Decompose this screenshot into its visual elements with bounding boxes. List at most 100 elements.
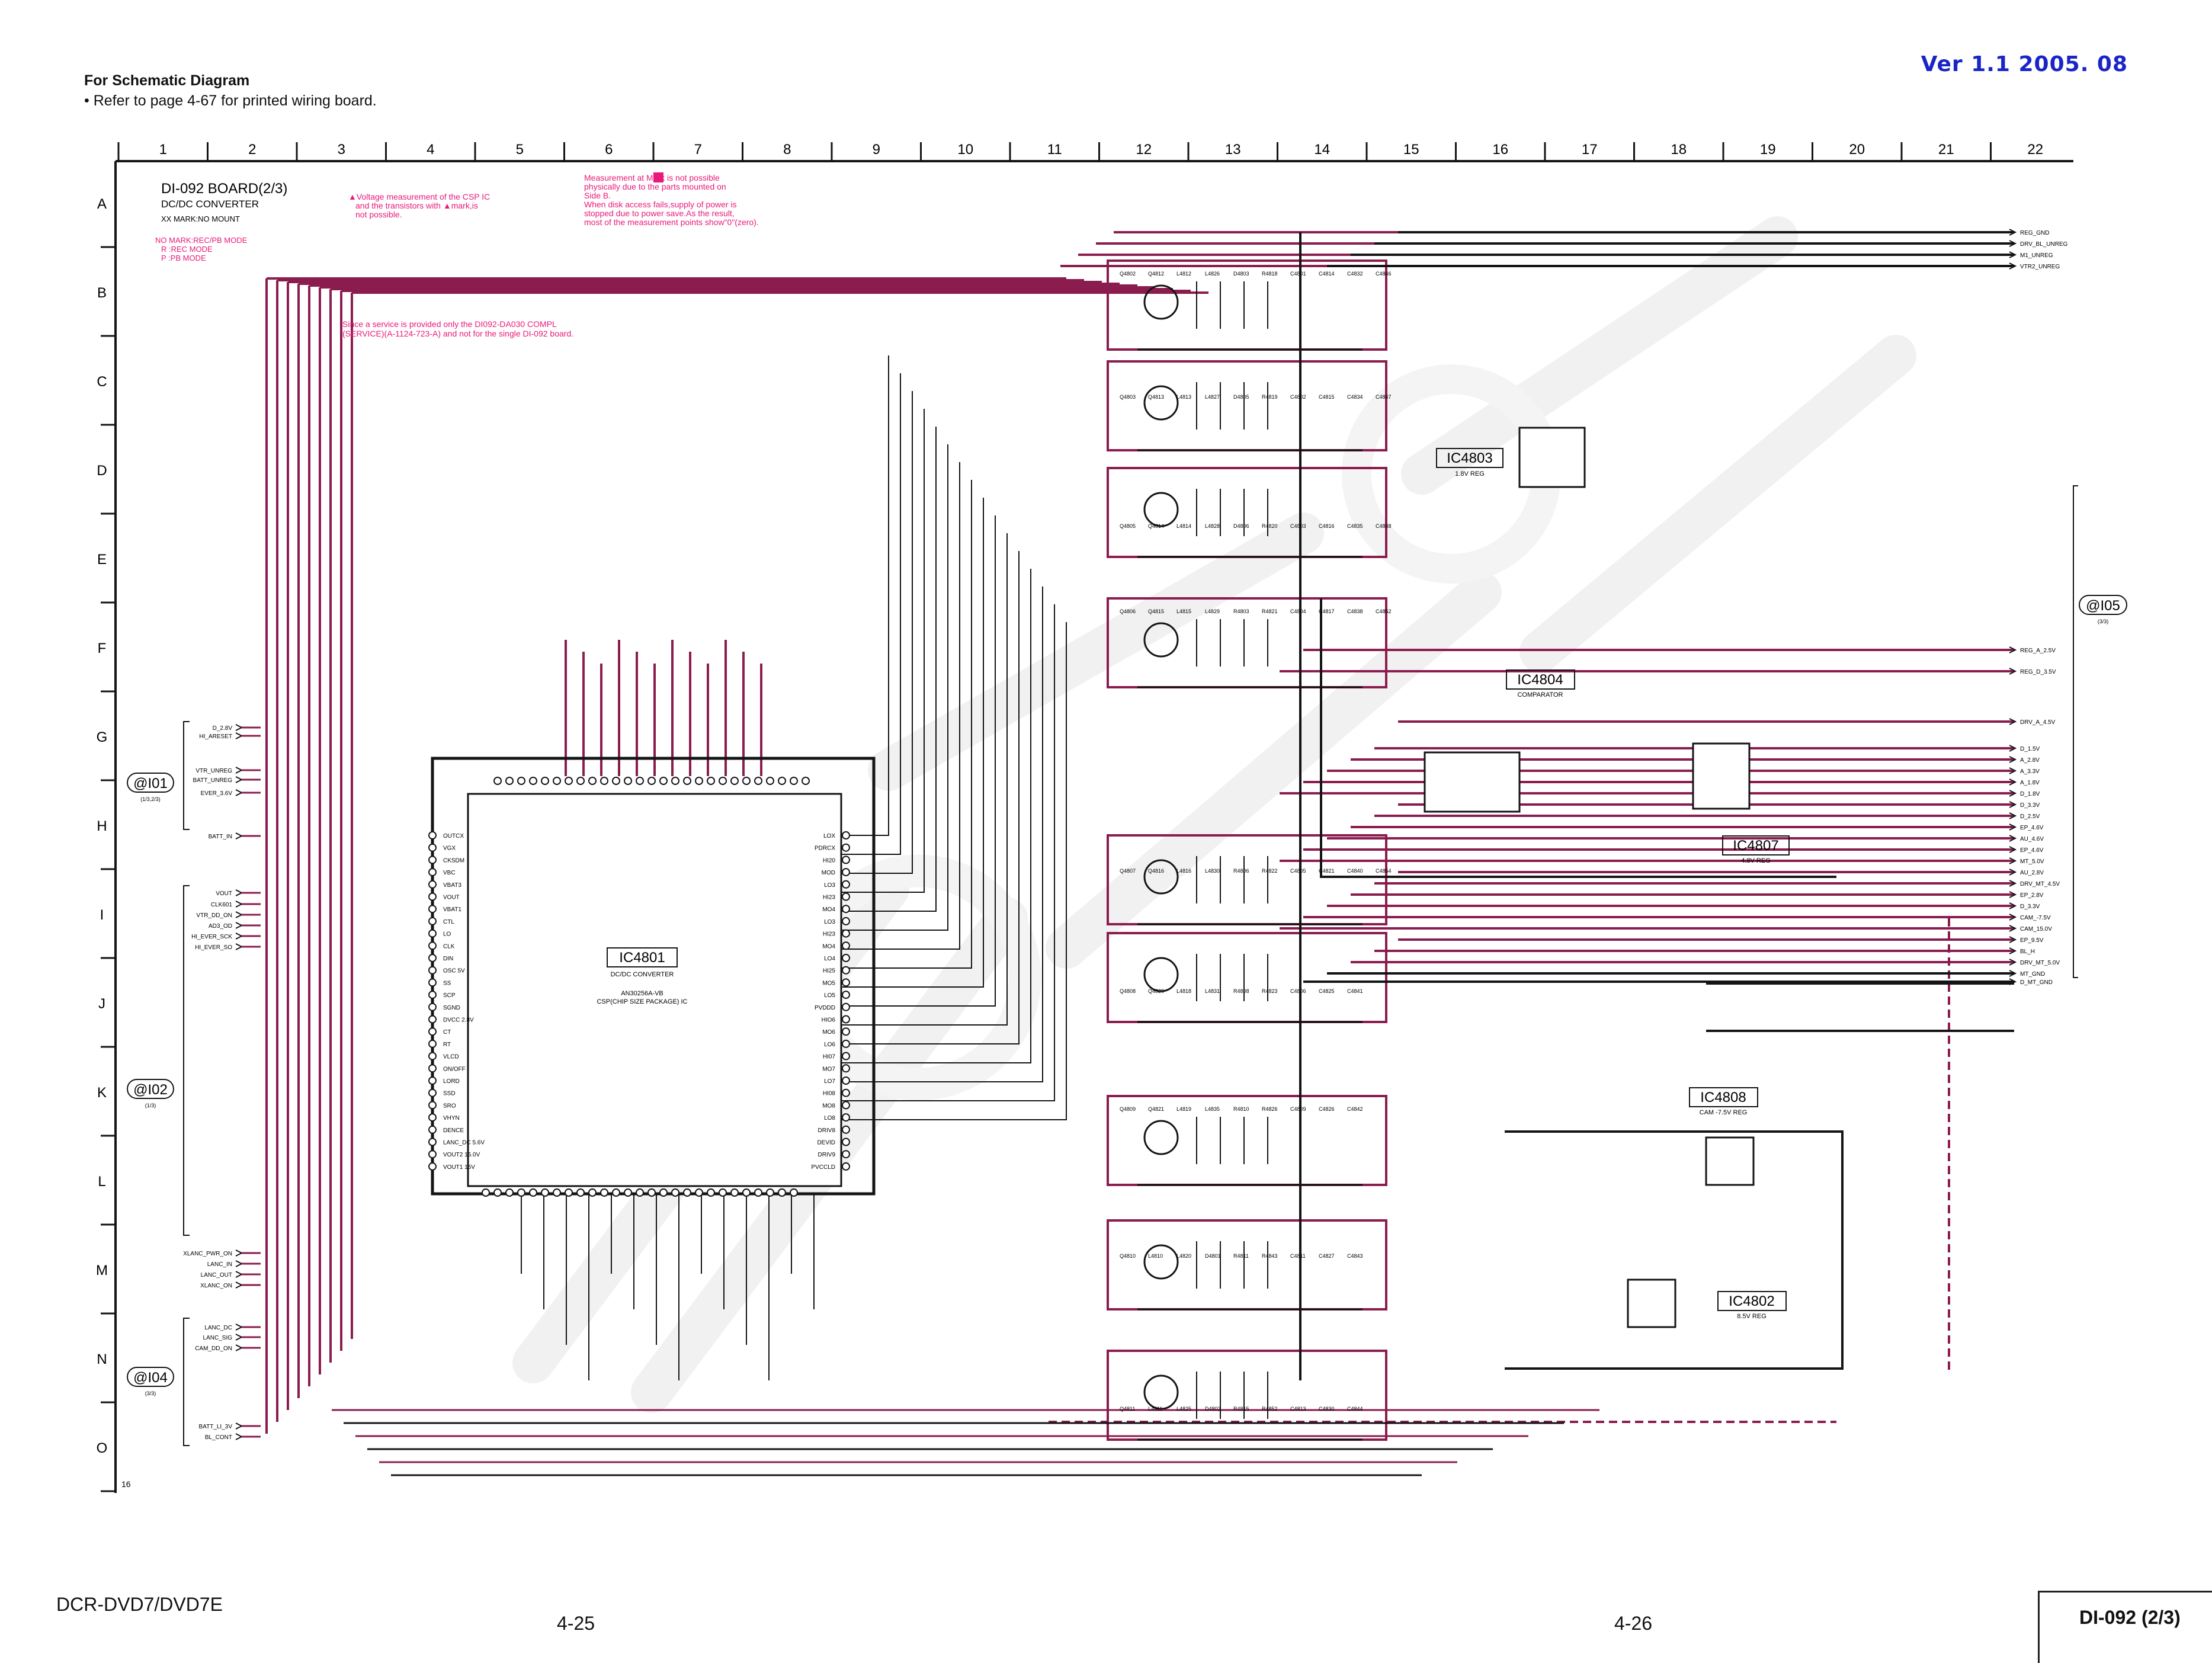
signal-arrow-icon: [235, 901, 243, 908]
connector-i02[interactable]: @I02 (1/3): [127, 1079, 174, 1108]
column-label: 15: [1403, 142, 1419, 158]
pin: [428, 1162, 437, 1171]
component-label: L4816: [1176, 868, 1191, 874]
pin: [624, 1188, 632, 1197]
wiring-black: [344, 231, 2014, 1476]
pin: [842, 831, 850, 839]
ic4803-label: IC4803: [1447, 450, 1492, 466]
row-label: H: [97, 818, 107, 834]
pin: [695, 1188, 703, 1197]
signal-arrow-icon: [235, 1344, 243, 1351]
ic4801-pin-labels-left: OUTCXVGXCKSDMVBCVBAT3VOUTVBAT1CTLLOCLKDI…: [443, 833, 485, 1171]
column-label: 16: [1492, 142, 1508, 158]
wire: [1107, 932, 1387, 1023]
pin-label: LORD: [443, 1078, 460, 1085]
component-label: C4802: [1290, 394, 1306, 400]
signal-arrow-icon: [235, 889, 243, 896]
pin: [565, 1188, 573, 1197]
signal-label: DRV_A_4.5V: [2020, 719, 2056, 726]
column-label: 4: [427, 142, 434, 158]
row-label: I: [100, 907, 104, 923]
pin-label: CT: [443, 1029, 451, 1036]
ic4803-desc: 1.8V REG: [1455, 470, 1485, 478]
pin-label: HIO6: [822, 1017, 836, 1024]
signal-label: REG_D_3.5V: [2020, 669, 2056, 675]
pin: [428, 1125, 437, 1134]
pin: [529, 1188, 537, 1197]
connector-i05[interactable]: @I05 (3/3): [2079, 595, 2127, 624]
measurement-mark-icon: [653, 172, 663, 182]
pin: [766, 777, 774, 785]
signal-label: XLANC_ON: [200, 1283, 232, 1289]
pin: [842, 966, 850, 975]
component-label: R4852: [1262, 1406, 1278, 1412]
pin: [766, 1188, 774, 1197]
row-label: A: [97, 196, 107, 212]
board-title: DI-092 (2/3): [2079, 1607, 2181, 1628]
pin: [683, 777, 691, 785]
service-note: Since a service is provided only the DI0…: [342, 319, 573, 338]
signal-arrow-icon: [235, 789, 243, 796]
pin-label: VLCD: [443, 1054, 459, 1060]
wire: [841, 569, 1031, 1063]
connector-i01[interactable]: @I01 (1/3,2/3): [127, 773, 174, 802]
row-label: E: [97, 552, 107, 568]
row-label: C: [97, 374, 107, 390]
pin-label: CKSDM: [443, 857, 464, 864]
pin: [428, 929, 437, 938]
no-mount-note: XX MARK:NO MOUNT: [161, 214, 240, 223]
pin: [428, 892, 437, 901]
ic4801-package: CSP(CHIP SIZE PACKAGE) IC: [597, 998, 687, 1005]
connector-i02-label: @I02: [133, 1082, 168, 1098]
signal-arrow-icon: [2009, 978, 2017, 985]
wire: [1107, 834, 1387, 925]
fet-icon: [1143, 957, 1179, 992]
component-label: C4809: [1290, 1106, 1306, 1112]
signal-label: A_2.8V: [2020, 757, 2040, 764]
pin: [647, 1188, 656, 1197]
pin: [612, 1188, 620, 1197]
pin-label: LO3: [824, 882, 835, 889]
mode-legend: NO MARK:REC/PB MODE R :REC MODE P :PB MO…: [155, 236, 248, 262]
signal-label: LANC_IN: [207, 1261, 232, 1268]
signal-arrow-icon: [2009, 914, 2017, 921]
pin-label: PVDDD: [815, 1005, 835, 1011]
pin-label: SS: [443, 980, 451, 986]
component-label: L4818: [1176, 988, 1191, 994]
note-line: ▲Voltage measurement of the CSP IC: [348, 192, 490, 201]
component-label: C4817: [1319, 608, 1335, 614]
fet-icon: [1143, 492, 1179, 527]
component-label: C4821: [1319, 868, 1335, 874]
pin: [842, 1027, 850, 1036]
pin-label: VHYN: [443, 1115, 460, 1122]
component-label: C4803: [1290, 523, 1306, 529]
row-label: D: [97, 463, 107, 479]
component-label: L4830: [1205, 868, 1220, 874]
pin-label: SSD: [443, 1091, 456, 1097]
pin-label: DRIV8: [818, 1127, 836, 1134]
pin: [842, 1125, 850, 1134]
component-label: C4805: [1290, 868, 1306, 874]
pin: [842, 1052, 850, 1060]
pin: [428, 1052, 437, 1060]
component-label: R4818: [1262, 271, 1278, 277]
component-label: D4806: [1233, 523, 1249, 529]
signal-label: HI_ARESET: [199, 733, 232, 740]
pin-label: DENCE: [443, 1127, 464, 1134]
connector-i04[interactable]: @I04 (3/3): [127, 1367, 174, 1396]
wire: [841, 533, 1008, 1026]
pin: [842, 929, 850, 938]
ic4802-block: IC4802 8.5V REG: [1627, 1279, 1787, 1328]
column-label: 7: [694, 142, 702, 158]
signal-arrow-icon: [2009, 880, 2017, 887]
signal-label: VTR2_UNREG: [2020, 264, 2060, 270]
component-label: Q4814: [1148, 523, 1164, 529]
connector-i05-label: @I05: [2086, 598, 2120, 614]
pin: [636, 777, 644, 785]
signal-label: M1_UNREG: [2020, 252, 2053, 259]
pin: [707, 777, 715, 785]
column-label: 6: [605, 142, 613, 158]
pin-label: LO3: [824, 919, 835, 925]
note-line: (SERVICE)(A-1124-723-A) and not for the …: [342, 329, 573, 338]
